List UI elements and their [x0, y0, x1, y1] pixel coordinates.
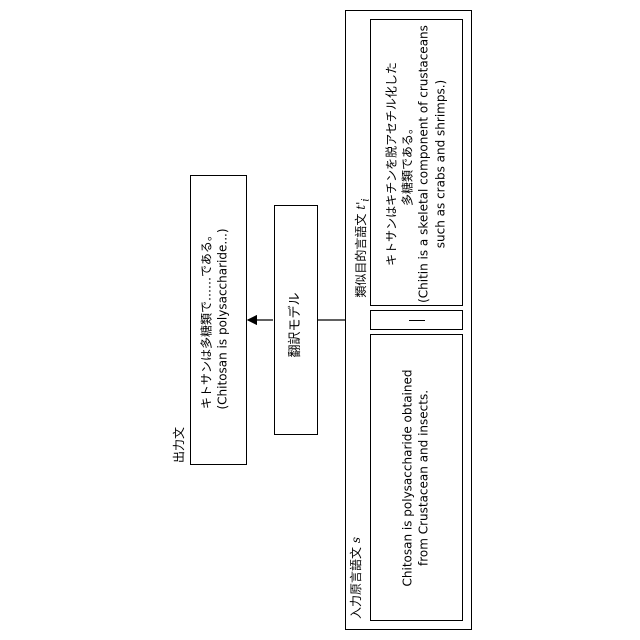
similar-sentence-text: キトサンはキチンを脱アセチル化した 多糖類である。 (Chitin is a s… — [384, 17, 452, 312]
input-sentence-label: 入力原言語文 s — [347, 523, 363, 633]
output-jp-line: キトサンは多糖類で……である。 — [199, 172, 215, 467]
input-sentence-text: Chitosan is polysaccharide obtained from… — [400, 331, 436, 626]
similar-sentence-label: 類似目的言語文 t'i — [352, 188, 368, 308]
input-line1: Chitosan is polysaccharide obtained — [400, 331, 416, 626]
similar-jp-line2: 多糖類である。 — [400, 17, 416, 312]
similar-var: t' — [354, 202, 368, 210]
separator-mark — [409, 320, 425, 321]
similar-en-line2: such as crabs and shrimps.) — [432, 17, 448, 312]
output-sentence-box: キトサンは多糖類で……である。 (Chitosan is polysacchar… — [190, 175, 247, 465]
similar-jp-line1: キトサンはキチンを脱アセチル化した — [384, 17, 400, 312]
translation-model-label: 翻訳モデル — [287, 270, 303, 380]
output-en-line: (Chitosan is polysaccharide...) — [215, 172, 231, 467]
separator-box — [370, 310, 463, 330]
output-label: 出力文 — [170, 415, 186, 475]
input-label-text: 入力原言語文 — [349, 547, 363, 619]
similar-en-line1: (Chitin is a skeletal component of crust… — [416, 17, 432, 312]
input-var: s — [349, 537, 363, 543]
input-sentence-box: Chitosan is polysaccharide obtained from… — [370, 334, 463, 621]
output-sentence-text: キトサンは多糖類で……である。 (Chitosan is polysacchar… — [199, 172, 235, 467]
translation-model-box: 翻訳モデル — [274, 205, 318, 435]
similar-label-text: 類似目的言語文 — [354, 214, 368, 298]
input-line2: from Crustacean and insects. — [416, 331, 432, 626]
similar-sentence-box: キトサンはキチンを脱アセチル化した 多糖類である。 (Chitin is a s… — [370, 19, 463, 306]
